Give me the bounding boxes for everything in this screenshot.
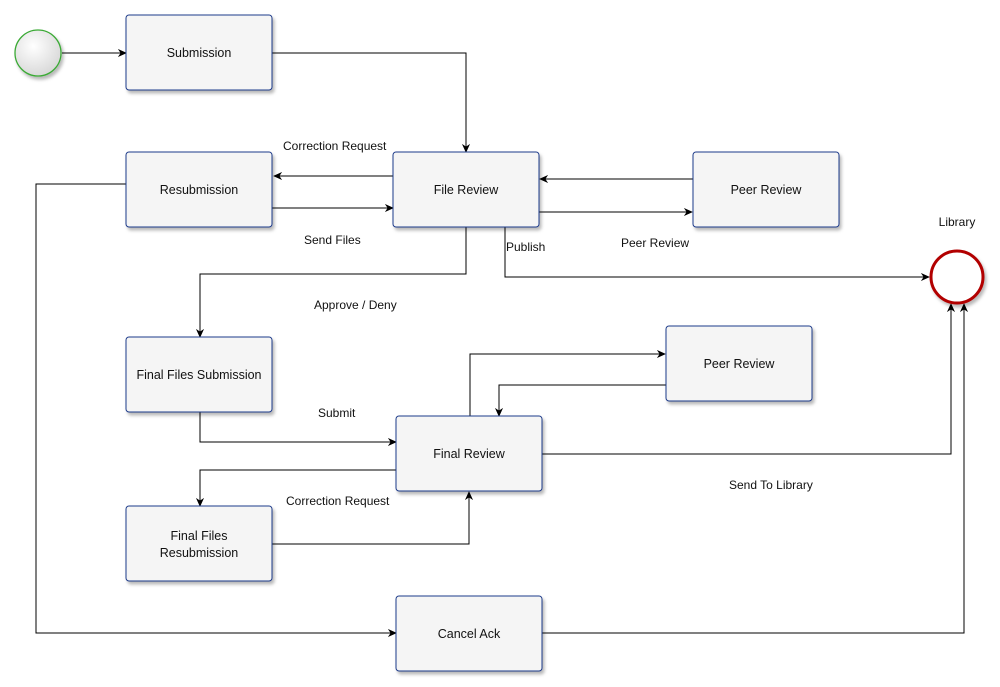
edge-final-files-resubmission-to-final-review (272, 491, 474, 545)
resubmission-label: Resubmission (160, 183, 239, 197)
final-files-submission-label: Final Files Submission (136, 368, 261, 382)
edge-submission-to-file-review (272, 52, 471, 153)
cancel-ack-box[interactable] (395, 595, 543, 672)
edge-file-review-to-final-files-submission (195, 227, 467, 338)
edges (35, 48, 969, 638)
file-review-label: File Review (434, 183, 500, 197)
peer-review-box-1[interactable] (692, 151, 840, 228)
final-review-label: Final Review (433, 447, 506, 461)
edge-label-send-files: Send Files (304, 233, 361, 247)
edge-peer-review-to-final-review (494, 384, 666, 417)
final-review-box[interactable] (395, 415, 543, 492)
submission-label: Submission (167, 46, 232, 60)
submission-box[interactable] (125, 14, 273, 91)
edge-cancel-ack-to-library (542, 303, 969, 634)
peer-review-box-2[interactable] (665, 325, 813, 402)
library-end-event: Library (929, 215, 985, 305)
edge-final-review-to-final-files-resubmission (195, 469, 396, 507)
final-files-resubmission-label-line1: Final Files (171, 529, 228, 543)
final-files-submission-box[interactable] (125, 336, 273, 413)
edge-label-peer-review: Peer Review (621, 236, 689, 250)
start-circle (14, 29, 62, 77)
start-event (14, 29, 62, 77)
edge-label-approve-deny: Approve / Deny (314, 298, 397, 312)
final-files-resubmission-box[interactable] (125, 505, 273, 582)
end-circle (929, 249, 985, 305)
peer-review-label-2: Peer Review (704, 357, 776, 371)
edge-final-review-to-library (542, 303, 956, 455)
edge-label-correction-request-1: Correction Request (283, 139, 387, 153)
edge-final-files-submission-to-final-review (199, 412, 397, 447)
edge-label-send-to-library: Send To Library (729, 478, 813, 492)
library-label: Library (939, 215, 976, 229)
resubmission-box[interactable] (125, 151, 273, 228)
edge-label-submit: Submit (318, 406, 356, 420)
file-review-box[interactable] (392, 151, 540, 228)
peer-review-label-1: Peer Review (731, 183, 803, 197)
edge-file-review-to-library (504, 227, 930, 282)
cancel-ack-label: Cancel Ack (438, 627, 501, 641)
edge-final-review-to-peer-review (469, 349, 666, 416)
task-boxes (125, 14, 840, 672)
edge-resubmission-to-cancel-ack (35, 183, 397, 638)
final-files-resubmission-label-line2: Resubmission (160, 546, 239, 560)
edge-label-publish: Publish (506, 240, 545, 254)
edge-label-correction-request-2: Correction Request (286, 494, 390, 508)
